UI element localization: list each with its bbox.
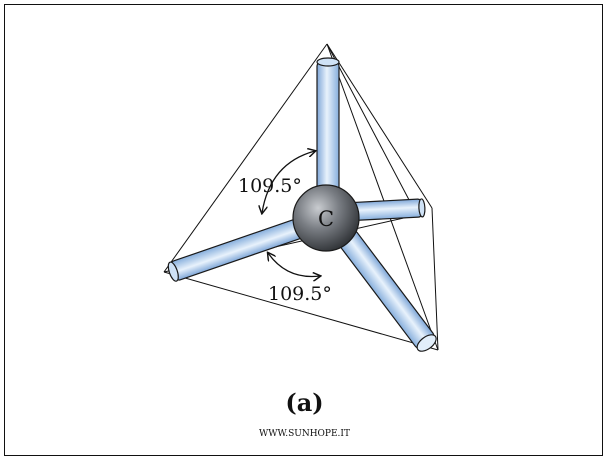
angle-arc-bottom [268,253,320,277]
tetrahedron-edge [326,43,418,216]
figure-caption: (a) [285,388,324,417]
bond-left [167,219,303,282]
carbon-atom: C [292,184,360,252]
tetrahedron-edge [326,43,433,209]
tetrahedron-outline [163,43,439,351]
tetrahedron-edge [163,43,328,273]
angle-arc-top [262,151,315,213]
angle-label-top: 109.5° [238,175,302,197]
bond-top [316,57,340,201]
tetrahedron-edge [326,43,439,351]
angle-label-bottom: 109.5° [268,283,332,305]
bond-right [343,198,426,222]
tetrahedron-edge [431,207,439,351]
source-credit: WWW.SUNHOPE.IT [259,429,350,439]
tetrahedron-edge [163,271,439,351]
atom-label: C [318,207,334,231]
